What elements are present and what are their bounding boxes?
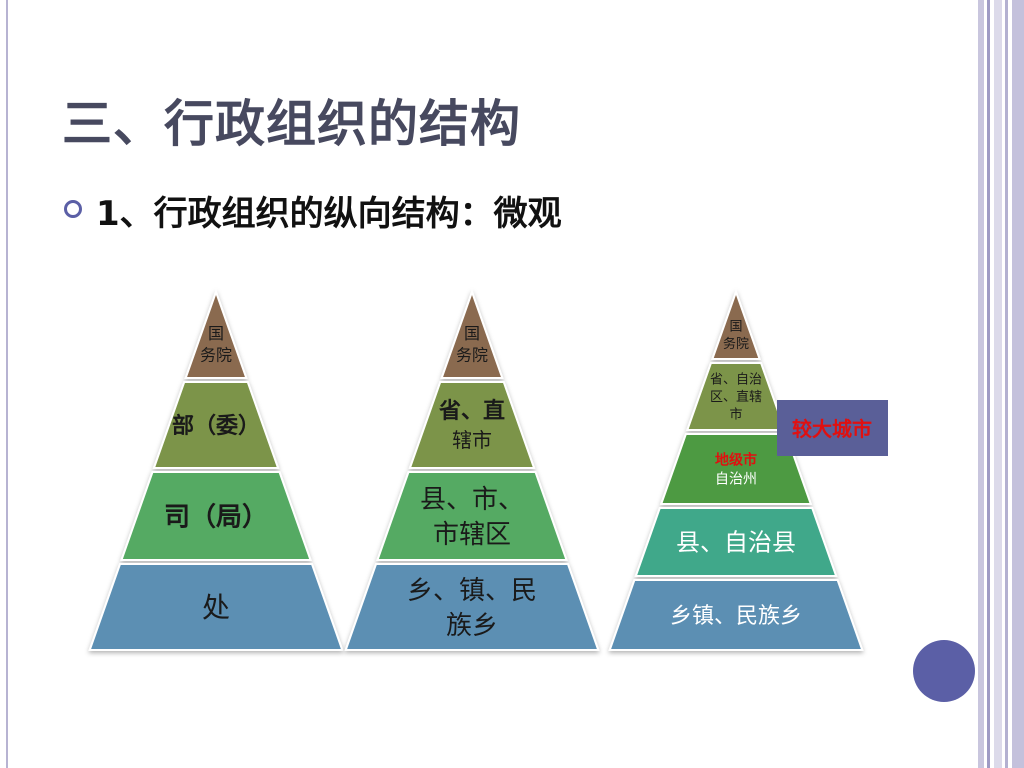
pyramid-middle-level-4-label: 族乡 — [446, 611, 498, 641]
pyramid-left-level-1 — [184, 288, 248, 379]
slide-title: 三、行政组织的结构 — [62, 95, 521, 153]
pyramid-left-level-2 — [152, 381, 280, 469]
pyramid-right-level-3-label: 地级市 — [715, 452, 757, 469]
pyramid-right-level-2-label: 市 — [729, 407, 742, 423]
pyramid-middle-level-2-label: 省、直 — [438, 398, 505, 424]
pyramid-left-level-4 — [88, 563, 344, 651]
pyramid-middle-level-3-label: 市辖区 — [433, 520, 511, 550]
pyramid-middle-level-1-label: 国 — [464, 324, 480, 343]
pyramid-left-level-3 — [120, 471, 312, 561]
callout-box-bg — [777, 400, 888, 456]
pyramid-middle-level-2 — [408, 381, 536, 469]
pyramid-right-level-4 — [634, 507, 838, 577]
left-border-line — [6, 0, 8, 768]
right-decorative-bars — [978, 0, 1024, 768]
pyramid-middle-level-4-label: 乡、镇、民 — [407, 576, 537, 606]
pyramid-middle-level-3-label: 县、市、 — [420, 485, 524, 515]
bullet-ring-icon — [64, 200, 82, 218]
pyramid-right-level-2-label: 区、直辖 — [710, 389, 762, 405]
pyramid-left-level-1-label: 国 — [208, 324, 224, 343]
bullet-text: 1、行政组织的纵向结构：微观 — [96, 194, 562, 234]
pyramid-left-level-4-label: 处 — [202, 591, 230, 624]
pyramid-left-level-3-label: 司（局） — [164, 502, 268, 532]
pyramid-right-level-2-label: 省、自治 — [710, 373, 762, 388]
callout-box: 较大城市 — [777, 400, 888, 456]
pyramid-middle-level-4 — [344, 563, 600, 651]
pyramid-middle-level-1-label: 务院 — [456, 346, 488, 365]
decorative-circle — [913, 640, 975, 702]
pyramid-right-level-5-label: 乡镇、民族乡 — [670, 604, 802, 629]
pyramid-left-level-2-label: 部（委） — [172, 413, 260, 439]
pyramid-right-level-1-label: 国 — [729, 319, 742, 334]
pyramid-right-level-3-label: 自治州 — [715, 471, 757, 487]
pyramid-right-level-1-label: 务院 — [723, 336, 749, 352]
pyramid-left-level-1-label: 务院 — [200, 346, 232, 365]
pyramid-right-level-3 — [659, 433, 813, 505]
callout-text: 较大城市 — [792, 417, 872, 441]
pyramid-middle-level-2-label: 辖市 — [452, 428, 492, 452]
pyramid-middle-level-3 — [376, 471, 568, 561]
pyramid-right-level-4-label: 县、自治县 — [676, 529, 796, 557]
pyramid-right-level-5 — [608, 579, 864, 651]
pyramid-middle-level-1 — [440, 288, 504, 379]
pyramid-right-level-1 — [710, 288, 762, 360]
